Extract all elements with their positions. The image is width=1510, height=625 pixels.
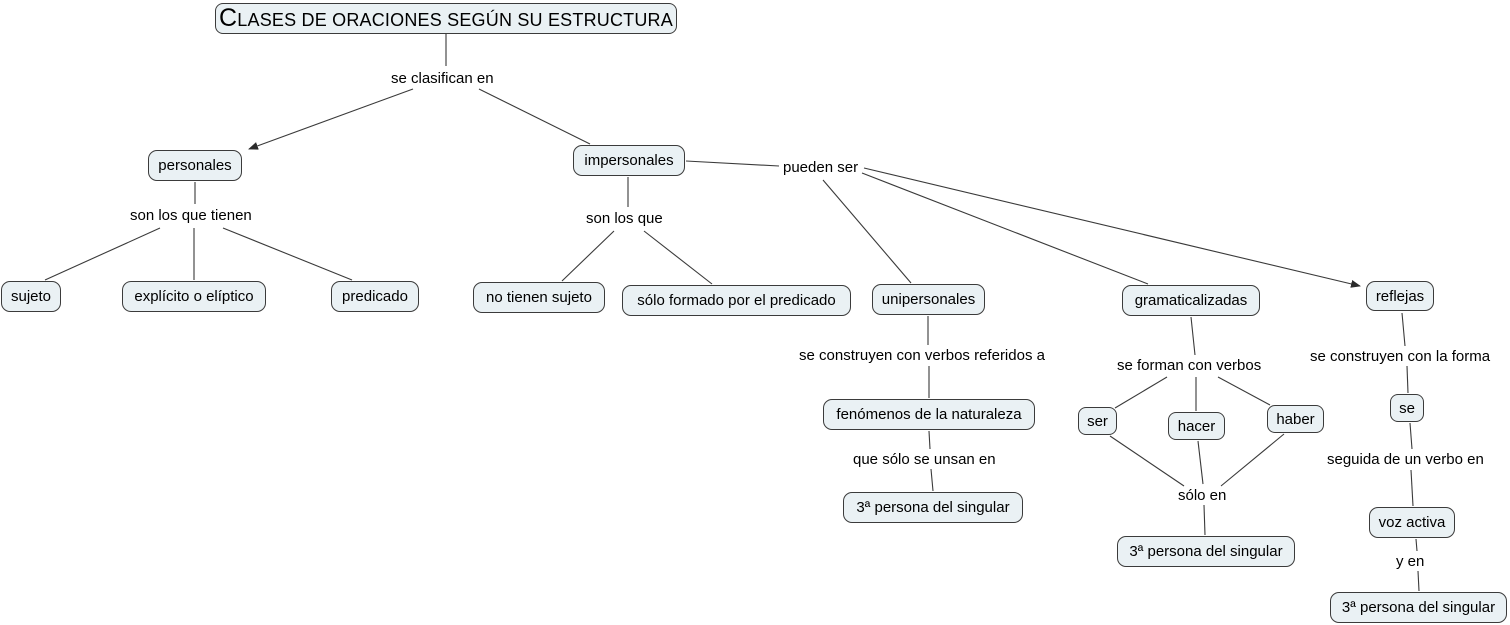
link-label-seguida-de-un-verbo-en[interactable]: seguida de un verbo en [1327,451,1484,468]
link-label-pueden-ser[interactable]: pueden ser [783,159,859,176]
edge-vozactiva-yen [1415,538,1418,552]
edge-hacer-soloen [1197,440,1204,485]
link-label-son-los-que-tienen[interactable]: son los que tienen [130,207,252,224]
edge-clasifican-impersonales [478,88,591,145]
node-impersonales[interactable]: impersonales [573,145,685,176]
node-gramaticalizadas[interactable]: gramaticalizadas [1122,285,1260,316]
node-predicado[interactable]: predicado [331,281,419,312]
edge-sonlosque-soloformado [643,230,713,285]
node-haber[interactable]: haber [1267,405,1324,433]
edge-fenomenos-quesolo [928,430,931,450]
node-3a-persona-del-singular-gramaticalizadas[interactable]: 3ª persona del singular [1117,536,1295,567]
edge-tienen-predicado [222,227,353,281]
node-unipersonales[interactable]: unipersonales [872,284,985,315]
link-label-solo-en[interactable]: sólo en [1178,487,1227,504]
edge-reflejas-construyenforma [1401,312,1406,347]
node-reflejas[interactable]: reflejas [1366,281,1434,311]
edge-puedenser-reflejas [863,167,1361,288]
edge-puedenser-gramaticalizadas [861,172,1149,285]
edge-forman-haber [1217,376,1271,406]
edge-impersonales-puedenser [685,160,780,167]
edge-tienen-sujeto [44,227,161,281]
edge-forman-ser [1114,376,1168,409]
link-label-se-clasifican-en[interactable]: se clasifican en [391,70,494,87]
node-hacer[interactable]: hacer [1168,412,1225,440]
node-personales[interactable]: personales [148,150,242,181]
edge-se-seguida [1409,422,1413,450]
link-label-que-solo-se-usan-en[interactable]: que sólo se unsan en [853,451,996,468]
edge-yen-persona3ref [1417,570,1420,592]
edge-clasifican-personales [248,88,414,150]
node-solo-formado-por-el-predicado[interactable]: sólo formado por el predicado [622,285,851,316]
node-3a-persona-del-singular-unipersonales[interactable]: 3ª persona del singular [843,492,1023,523]
link-label-se-construyen-con-la-forma[interactable]: se construyen con la forma [1310,348,1491,365]
node-sujeto[interactable]: sujeto [1,281,61,312]
node-no-tienen-sujeto[interactable]: no tienen sujeto [473,282,605,313]
edge-seguida-vozactiva [1410,469,1414,507]
node-title[interactable]: CLASES DE ORACIONES SEGÚN SU ESTRUCTURA [215,3,677,34]
node-voz-activa[interactable]: voz activa [1369,507,1455,538]
edge-construyenforma-se [1406,365,1409,394]
edge-sonlosque-notienen [561,230,615,282]
edge-gramaticalizadas-forman [1190,316,1196,356]
node-se[interactable]: se [1390,394,1424,422]
node-fenomenos-de-la-naturaleza[interactable]: fenómenos de la naturaleza [823,399,1035,430]
edge-puedenser-unipersonales [822,179,912,284]
edge-ser-soloen [1109,435,1185,487]
node-3a-persona-del-singular-reflejas[interactable]: 3ª persona del singular [1330,592,1507,623]
link-label-y-en[interactable]: y en [1396,553,1425,570]
node-explicito-o-eliptico[interactable]: explícito o elíptico [122,281,266,312]
edge-soloen-persona3gram [1203,504,1206,536]
link-label-son-los-que[interactable]: son los que [586,210,663,227]
edge-quesolo-persona3uni [930,468,934,492]
link-label-se-forman-con-verbos[interactable]: se forman con verbos [1117,357,1262,374]
link-label-se-construyen-con-verbos[interactable]: se construyen con verbos referidos a [799,347,1045,364]
node-ser[interactable]: ser [1078,407,1117,435]
edge-haber-soloen [1220,433,1285,487]
